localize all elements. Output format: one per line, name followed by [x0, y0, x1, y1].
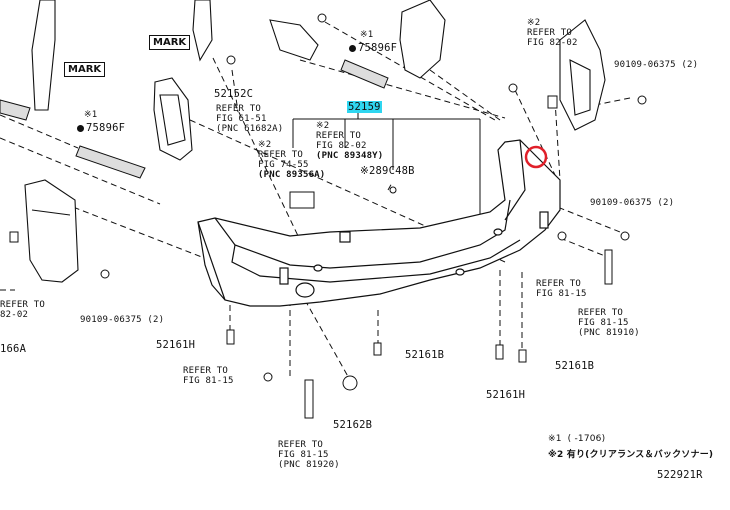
highlight-circle [524, 145, 548, 169]
footnote-1: ※1( -1706) [548, 434, 606, 444]
footnote-2: ※2 有り(クリアランス＆バックソナー) [548, 450, 714, 460]
mark-label-top: MARK [149, 35, 191, 50]
bracket-lines [292, 112, 481, 230]
diagram-id: 522921R [657, 469, 703, 481]
part-89C48B[interactable]: ※289C48B [360, 165, 415, 177]
fasteners [9, 13, 647, 419]
part-52159[interactable]: 52159 [347, 101, 382, 113]
part-52162B[interactable]: 52162B [333, 419, 373, 431]
part-75896F-top[interactable]: 75896F [349, 43, 397, 53]
part-52161H-left[interactable]: 52161H [156, 339, 196, 351]
note-marker-1-top: ※1 [360, 30, 374, 40]
mark-label-mid: MARK [64, 62, 106, 77]
part-52161B-mid[interactable]: 52161B [405, 349, 445, 361]
rear-bumper-cover [197, 139, 561, 307]
bullet-icon [77, 124, 84, 132]
note-marker-1-left: ※1 [84, 110, 98, 120]
part-90109-left[interactable]: 90109-06375 (2) [80, 315, 165, 325]
reflector-pads [0, 59, 389, 179]
part-90109-mid[interactable]: 90109-06375 (2) [590, 198, 675, 208]
left-end-piece [24, 179, 79, 283]
part-52152C[interactable]: 52152C [214, 88, 254, 100]
part-52161B-right[interactable]: 52161B [555, 360, 595, 372]
part-52161H-bottom[interactable]: 52161H [486, 389, 526, 401]
side-brackets [31, 0, 606, 161]
part-75896F-left[interactable]: 75896F [77, 123, 125, 133]
leader-lines [0, 21, 631, 381]
part-90109-top[interactable]: 90109-06375 (2) [614, 60, 699, 70]
part-166A[interactable]: 166A [0, 343, 27, 355]
bullet-icon [349, 44, 356, 52]
